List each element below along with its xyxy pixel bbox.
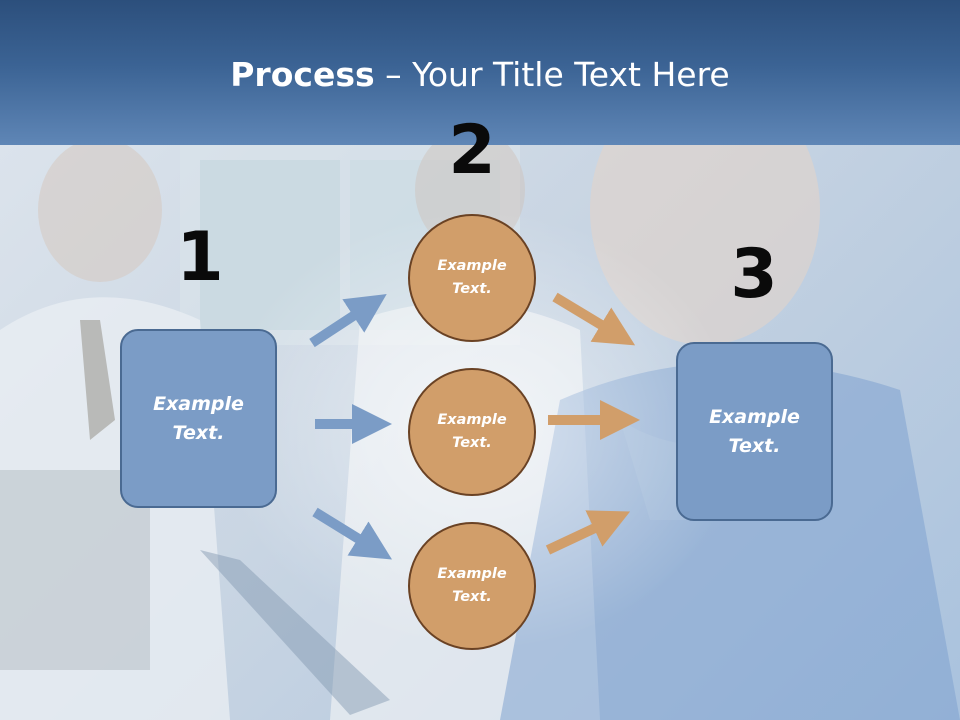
circle-1[interactable]: Example Text. — [408, 214, 536, 342]
circle-3-text: Example Text. — [437, 566, 507, 605]
left-box[interactable]: Example Text. — [120, 329, 277, 508]
arrow-box-to-circle-3 — [312, 507, 393, 560]
step-number-2: 2 — [448, 111, 496, 190]
arrow-circle-1-to-box — [552, 292, 636, 346]
step-number-3: 3 — [730, 235, 778, 314]
right-box[interactable]: Example Text. — [676, 342, 833, 521]
arrow-box-to-circle-1 — [309, 294, 387, 348]
left-box-text: Example Text. — [153, 392, 244, 444]
right-box-text: Example Text. — [709, 405, 800, 457]
circle-2[interactable]: Example Text. — [408, 368, 536, 496]
step-number-1: 1 — [176, 218, 224, 297]
arrow-circle-3-to-box — [545, 510, 631, 555]
circle-3[interactable]: Example Text. — [408, 522, 536, 650]
slide-title: Process – Your Title Text Here — [0, 55, 960, 95]
circle-2-text: Example Text. — [437, 412, 507, 451]
circle-1-text: Example Text. — [437, 258, 507, 297]
title-rest: – Your Title Text Here — [374, 55, 730, 94]
title-bold: Process — [230, 55, 375, 94]
title-bar: Process – Your Title Text Here — [0, 0, 960, 145]
